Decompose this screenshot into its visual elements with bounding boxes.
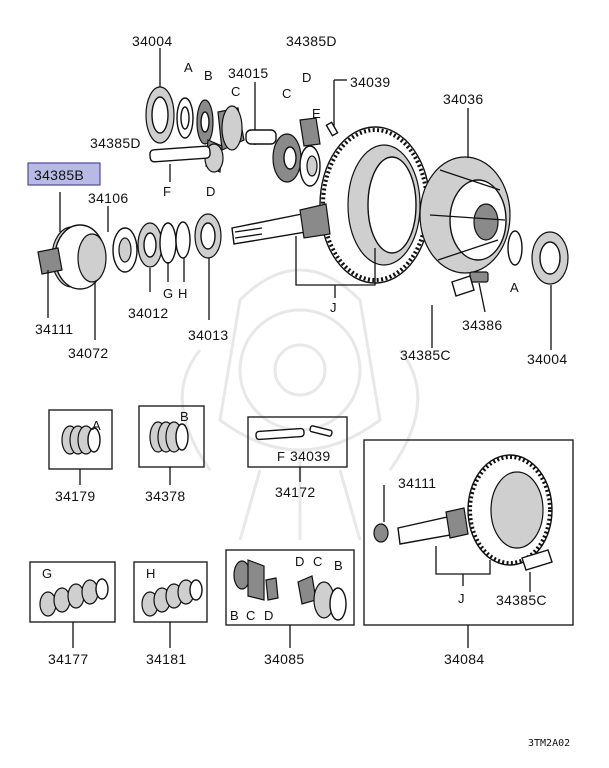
drive-pinion-shaft xyxy=(231,203,331,245)
label-34015: 34015 xyxy=(228,65,268,81)
callout-a: A xyxy=(184,60,193,75)
label-34012: 34012 xyxy=(128,305,168,321)
label-34111-kit: 34111 xyxy=(398,475,436,491)
callout-j: J xyxy=(330,300,337,315)
selected-part-label-34385B[interactable]: 34385B xyxy=(27,162,101,186)
label-34386: 34386 xyxy=(462,317,502,333)
label-34084: 34084 xyxy=(444,651,484,667)
ring-gear xyxy=(319,126,431,284)
label-34085: 34085 xyxy=(264,651,304,667)
label-34385B: 34385B xyxy=(34,167,84,183)
label-34004-right: 34004 xyxy=(527,351,567,367)
callout-g: G xyxy=(42,566,52,581)
bearing-34013 xyxy=(194,213,222,320)
callout-d: D xyxy=(264,608,273,623)
label-34177: 34177 xyxy=(48,651,88,667)
part-labels: 34004 34385D 34015 34039 34385D 34036 34… xyxy=(35,33,567,667)
pinion-shaft-34015 xyxy=(245,82,277,145)
label-34013: 34013 xyxy=(188,327,228,343)
label-34385C-kit: 34385C xyxy=(496,592,547,608)
oil-seal-34106 xyxy=(107,206,138,273)
label-34181: 34181 xyxy=(146,651,186,667)
kit-box-34181 xyxy=(133,561,208,648)
spacer-g xyxy=(159,222,177,282)
side-plate-b-top xyxy=(196,99,214,145)
callout-b: B xyxy=(334,558,343,573)
kit-box-34179 xyxy=(48,409,113,485)
callout-d: D xyxy=(206,184,215,199)
callout-d: D xyxy=(295,554,304,569)
callout-b: B xyxy=(204,68,213,83)
callout-e: E xyxy=(312,106,321,121)
kit-box-34378 xyxy=(138,405,205,485)
label-34172: 34172 xyxy=(275,484,315,500)
label-34106: 34106 xyxy=(88,190,128,206)
callout-b: B xyxy=(230,608,239,623)
callout-c: C xyxy=(246,608,255,623)
letter-callouts: A B C D C E F D G H J A A B F G H B C D … xyxy=(42,60,519,623)
bearing-34004-top xyxy=(145,48,175,144)
callout-d: D xyxy=(302,70,311,85)
callout-g: G xyxy=(163,286,173,301)
label-34179: 34179 xyxy=(55,488,95,504)
callout-b: B xyxy=(180,409,189,424)
callout-a: A xyxy=(510,280,519,295)
lock-pin-34039 xyxy=(325,79,347,137)
kit-box-34084 xyxy=(363,439,574,648)
label-34385D-top: 34385D xyxy=(286,33,337,49)
callout-f: F xyxy=(163,184,171,199)
diagram-code: 3TM2A02 xyxy=(528,738,570,749)
callout-f: F xyxy=(277,449,285,464)
label-34039-top: 34039 xyxy=(350,74,390,90)
leaders-flange xyxy=(47,270,96,340)
thrust-washer-right xyxy=(299,145,321,187)
differential-case-34036 xyxy=(419,108,511,274)
kit-box-34085 xyxy=(225,549,355,648)
pinion-gear-d-right xyxy=(299,117,321,147)
bolt-34386 xyxy=(469,271,489,313)
label-34111: 34111 xyxy=(35,321,73,337)
label-34378: 34378 xyxy=(145,488,185,504)
spacer-h xyxy=(175,221,191,282)
callout-c: C xyxy=(313,554,322,569)
washer-a-top xyxy=(176,97,194,139)
side-gear-c-top xyxy=(217,105,245,151)
callout-h: H xyxy=(146,566,155,581)
label-34385C-right: 34385C xyxy=(400,347,451,363)
label-34039-kit: 34039 xyxy=(290,448,330,464)
pinion-shaft-f xyxy=(149,145,211,182)
label-34036: 34036 xyxy=(443,91,483,107)
callout-c: C xyxy=(282,86,291,101)
label-34004-top: 34004 xyxy=(132,33,172,49)
bearing-34012 xyxy=(137,222,163,292)
label-34385D-left: 34385D xyxy=(90,135,141,151)
callout-h: H xyxy=(178,286,187,301)
side-gear-c-right xyxy=(272,133,302,183)
kit-box-34177 xyxy=(29,561,116,648)
washer-a-right xyxy=(507,230,523,266)
lock-plate-34385C xyxy=(431,275,475,348)
kit-box-34172 xyxy=(247,416,348,482)
bearing-34004-right xyxy=(531,231,569,350)
companion-flange-34385B xyxy=(37,192,107,290)
callout-j: J xyxy=(458,591,465,606)
callout-c: C xyxy=(231,84,240,99)
label-34072: 34072 xyxy=(68,345,108,361)
bracket-j-top xyxy=(295,236,376,298)
callout-a: A xyxy=(92,418,101,433)
